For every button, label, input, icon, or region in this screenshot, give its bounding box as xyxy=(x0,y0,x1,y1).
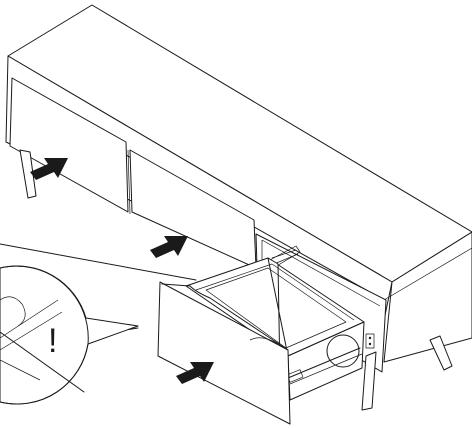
cabinet-legs xyxy=(19,149,453,411)
push-arrow-2 xyxy=(150,236,188,258)
zoom-callout: ! xyxy=(0,265,139,405)
push-arrow-3 xyxy=(176,362,214,384)
arrow-right-icon xyxy=(30,158,68,180)
cabinet-side xyxy=(383,231,472,363)
slide-detail-ring xyxy=(326,334,360,368)
warning-exclamation: ! xyxy=(48,322,57,360)
arrow-right-icon xyxy=(176,362,214,384)
upper-drawer-fronts xyxy=(9,77,257,269)
open-drawer xyxy=(157,257,365,425)
arrow-right-icon xyxy=(150,236,188,258)
push-arrow-1 xyxy=(30,158,68,180)
